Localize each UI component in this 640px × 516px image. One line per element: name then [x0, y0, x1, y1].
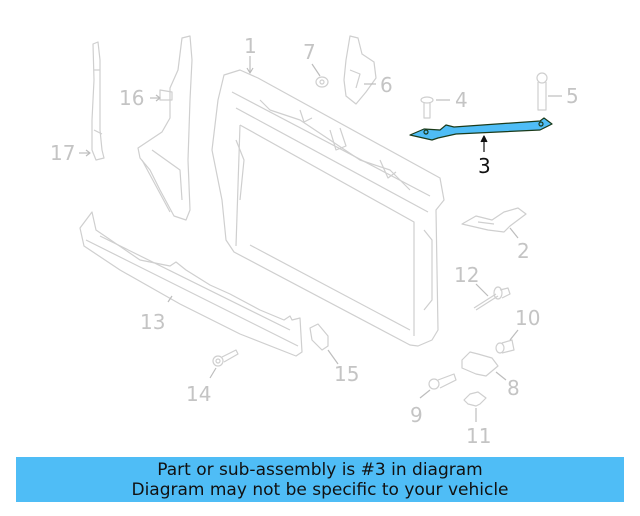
callout-13: 13	[140, 310, 166, 334]
callout-4: 4	[455, 88, 468, 112]
part-3-brace-highlighted	[409, 117, 553, 141]
callout-6: 6	[380, 73, 393, 97]
callout-2: 2	[517, 239, 530, 263]
callout-17: 17	[50, 141, 76, 165]
part-7-nut	[315, 76, 329, 88]
callout-16: 16	[119, 86, 145, 110]
callout-1: 1	[244, 34, 257, 58]
callout-3-highlighted: 3	[478, 154, 491, 178]
callout-14: 14	[186, 382, 212, 406]
part-11-clip	[463, 391, 487, 407]
part-16-air-guide	[137, 35, 193, 221]
part-8-plate	[461, 351, 499, 377]
part-1-radiator-support	[211, 69, 445, 347]
callout-5: 5	[566, 84, 579, 108]
callout-8: 8	[507, 376, 520, 400]
part-15-clip	[309, 323, 329, 351]
banner-line-part-number: Part or sub-assembly is #3 in diagram	[157, 459, 483, 480]
part-6-bracket	[343, 35, 377, 105]
callout-12: 12	[454, 263, 480, 287]
callout-11: 11	[466, 424, 492, 448]
banner-line-disclaimer: Diagram may not be specific to your vehi…	[131, 479, 509, 500]
callout-15: 15	[334, 362, 360, 386]
callout-9: 9	[410, 403, 423, 427]
part-9-bolt	[428, 373, 457, 390]
part-17-bracket	[91, 41, 105, 161]
part-12-rivet	[473, 286, 511, 311]
part-4-bolt	[420, 96, 434, 119]
callout-7: 7	[303, 40, 316, 64]
part-10-grommet	[495, 339, 515, 354]
part-14-bolt	[212, 349, 239, 367]
part-13-lower-bar	[79, 211, 303, 357]
part-5-bolt	[536, 72, 548, 111]
info-banner: Part or sub-assembly is #3 in diagram Di…	[16, 457, 624, 502]
part-2-bracket	[461, 207, 527, 233]
callout-10: 10	[515, 306, 541, 330]
